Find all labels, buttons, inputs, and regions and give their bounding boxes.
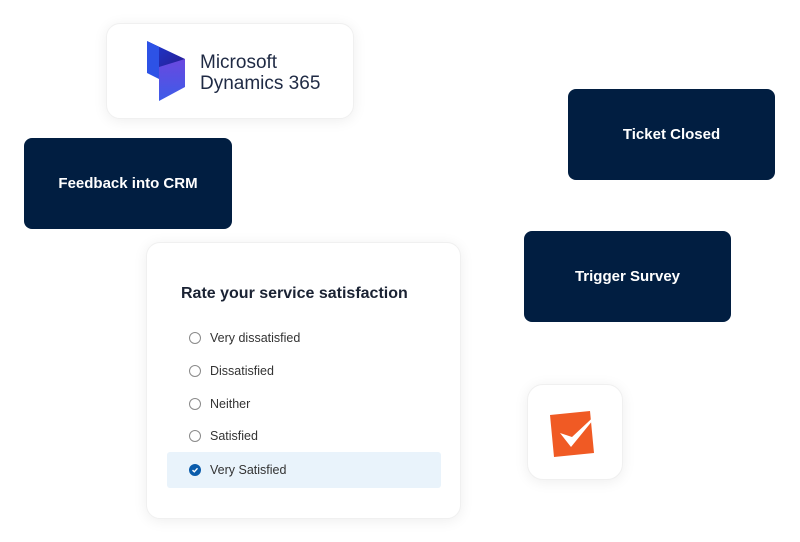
ticket-closed-label: Ticket Closed: [622, 126, 721, 143]
trigger-survey-label: Trigger Survey: [574, 268, 681, 285]
ticket-closed-step: Ticket Closed: [568, 89, 775, 180]
brand-line-1: Microsoft: [200, 52, 278, 73]
option-label: Satisfied: [210, 429, 258, 443]
survey-app-icon-card: [527, 384, 623, 480]
trigger-survey-step: Trigger Survey: [524, 231, 731, 322]
feedback-into-crm-label: Feedback into CRM: [58, 175, 198, 192]
radio-checked-icon[interactable]: [189, 464, 201, 476]
option-label: Very dissatisfied: [210, 331, 301, 345]
survey-option-satisfied[interactable]: Satisfied: [167, 418, 441, 454]
option-label: Very Satisfied: [210, 463, 287, 477]
survey-option-very-dissatisfied[interactable]: Very dissatisfied: [167, 320, 441, 356]
survey-title: Rate your service satisfaction: [181, 285, 408, 302]
dynamics-logo-card: Microsoft Dynamics 365: [106, 23, 354, 119]
survey-card: Rate your service satisfaction Very diss…: [146, 242, 461, 519]
feedback-into-crm-step: Feedback into CRM: [24, 138, 232, 229]
radio-unchecked-icon[interactable]: [189, 398, 201, 410]
survey-option-dissatisfied[interactable]: Dissatisfied: [167, 353, 441, 389]
survey-option-neither[interactable]: Neither: [167, 386, 441, 422]
radio-unchecked-icon[interactable]: [189, 332, 201, 344]
option-label: Neither: [210, 397, 251, 411]
dynamics-365-logo-icon: [147, 41, 185, 101]
checkbox-check-icon: [550, 409, 602, 457]
radio-unchecked-icon[interactable]: [189, 430, 201, 442]
brand-line-2: Dynamics 365: [200, 73, 321, 94]
survey-option-very-satisfied[interactable]: Very Satisfied: [167, 452, 441, 488]
dynamics-brand-text: Microsoft Dynamics 365: [200, 52, 320, 94]
radio-unchecked-icon[interactable]: [189, 365, 201, 377]
option-label: Dissatisfied: [210, 364, 274, 378]
